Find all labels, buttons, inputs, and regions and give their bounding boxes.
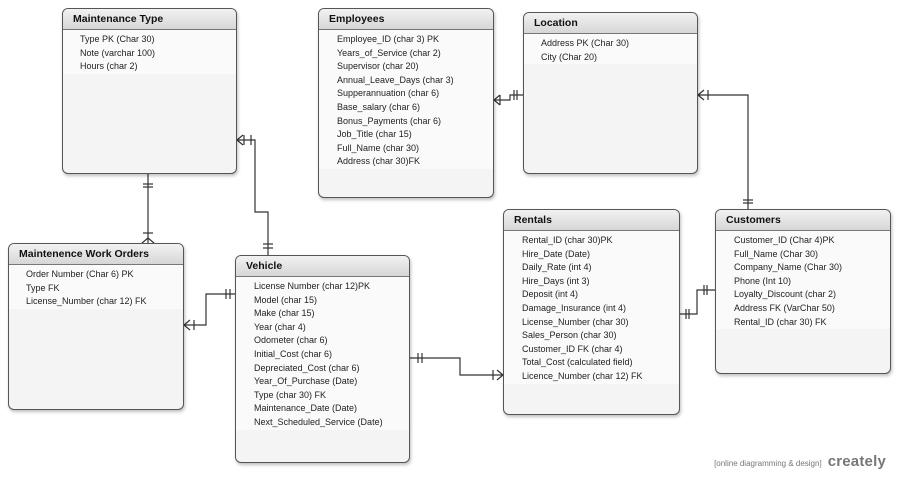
entity-title: Location <box>524 13 697 34</box>
entity-field: Years_of_Service (char 2) <box>337 47 441 58</box>
entity-maintenance-type[interactable]: Maintenance Type Type PK (Char 30) Note … <box>62 8 237 174</box>
entity-location[interactable]: Location Address PK (Char 30) City (Char… <box>523 12 698 174</box>
entity-title: Vehicle <box>236 256 409 277</box>
entity-field: Hire_Date (Date) <box>522 248 591 259</box>
entity-title: Maintenence Work Orders <box>9 244 183 265</box>
entity-field: Maintenance_Date (Date) <box>254 403 358 414</box>
entity-title: Employees <box>319 9 493 30</box>
entity-field: Odometer (char 6) <box>254 335 328 346</box>
entity-field: Loyalty_Discount (char 2) <box>734 289 837 300</box>
entity-field: Next_Scheduled_Service (Date) <box>254 416 383 427</box>
entity-rentals[interactable]: Rentals Rental_ID (char 30)PK Hire_Date … <box>503 209 680 415</box>
entity-field: Type FK <box>26 282 60 293</box>
entity-field: Initial_Cost (char 6) <box>254 348 333 359</box>
entity-field: Note (varchar 100) <box>80 47 156 58</box>
entity-field: Year (char 4) <box>254 321 306 332</box>
entity-title: Customers <box>716 210 890 231</box>
entity-field: License Number (char 12)PK <box>254 281 371 291</box>
footer-note: [online diagramming & design] <box>714 459 822 468</box>
entity-field: Address FK (VarChar 50) <box>734 302 835 313</box>
entity-field: Order Number (Char 6) PK <box>26 269 134 279</box>
entity-maintenance-work-orders[interactable]: Maintenence Work Orders Order Number (Ch… <box>8 243 184 410</box>
entity-vehicle[interactable]: Vehicle License Number (char 12)PK Model… <box>235 255 410 463</box>
entity-field: Bonus_Payments (char 6) <box>337 115 442 126</box>
connector-maintenance-type-vehicle <box>236 134 273 255</box>
entity-customers[interactable]: Customers Customer_ID (Char 4)PK Full_Na… <box>715 209 891 374</box>
entity-field: Job_Title (char 15) <box>337 129 412 140</box>
connector-maintenance-type-work-orders <box>141 174 155 244</box>
connector-work-orders-vehicle <box>183 289 237 331</box>
entity-field: Deposit (int 4) <box>522 289 579 300</box>
entity-field: License_Number (char 30) <box>522 316 629 327</box>
entity-field: Total_Cost (calculated field) <box>522 357 633 368</box>
entity-field: Depreciated_Cost (char 6) <box>254 362 360 373</box>
entity-field: Hire_Days (int 3) <box>522 275 590 286</box>
entity-employees[interactable]: Employees Employee_ID (char 3) PK Years_… <box>318 8 494 198</box>
entity-field: Annual_Leave_Days (char 3) <box>337 74 454 85</box>
entity-field: Employee_ID (char 3) PK <box>337 34 440 44</box>
connector-employees-location <box>493 90 523 106</box>
entity-field: Model (char 15) <box>254 294 318 305</box>
entity-field: License_Number (char 12) FK <box>26 296 147 307</box>
entity-field: Address (char 30)FK <box>337 156 421 167</box>
entity-title: Rentals <box>504 210 679 231</box>
entity-field: Make (char 15) <box>254 308 315 319</box>
entity-field: Damage_Insurance (int 4) <box>522 302 627 313</box>
entity-field: Address PK (Char 30) <box>541 38 630 48</box>
creately-logo: creately <box>827 453 886 470</box>
entity-field: Full_Name (Char 30) <box>734 248 819 259</box>
entity-field: Daily_Rate (int 4) <box>522 262 592 273</box>
entity-field: Supervisor (char 20) <box>337 61 419 72</box>
connector-location-customers <box>697 89 753 209</box>
entity-field: Licence_Number (char 12) FK <box>522 370 643 381</box>
entity-title: Maintenance Type <box>63 9 236 30</box>
entity-field: Year_Of_Purchase (Date) <box>254 376 358 387</box>
entity-field: Company_Name (Char 30) <box>734 262 843 273</box>
entity-field: Rental_ID (char 30) FK <box>734 316 827 327</box>
connector-rentals-customers <box>680 285 715 319</box>
entity-field: Rental_ID (char 30)PK <box>522 235 613 245</box>
entity-field: Type (char 30) FK <box>254 389 327 400</box>
entity-field: Base_salary (char 6) <box>337 101 421 112</box>
entity-field: Sales_Person (char 30) <box>522 330 617 341</box>
entity-field: Customer_ID (Char 4)PK <box>734 235 835 245</box>
entity-field: City (Char 20) <box>541 51 598 62</box>
entity-field: Type PK (Char 30) <box>80 34 155 44</box>
entity-field: Supperannuation (char 6) <box>337 88 440 99</box>
footer-branding: [online diagramming & design] creately <box>714 453 886 470</box>
connector-vehicle-rentals <box>410 353 504 381</box>
entity-field: Full_Name (char 30) <box>337 142 420 153</box>
entity-field: Hours (char 2) <box>80 61 138 72</box>
entity-field: Phone (Int 10) <box>734 275 792 286</box>
entity-field: Customer_ID FK (char 4) <box>522 343 623 354</box>
